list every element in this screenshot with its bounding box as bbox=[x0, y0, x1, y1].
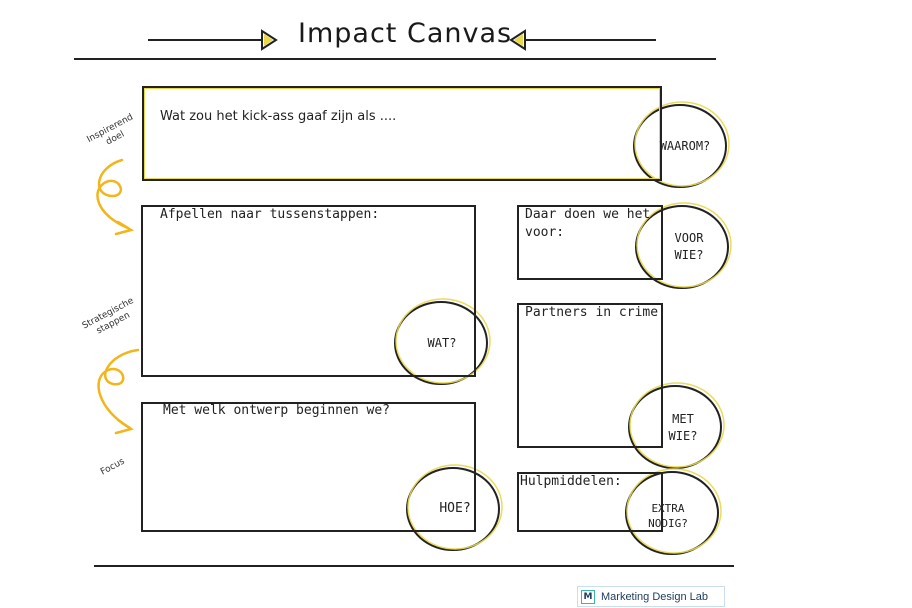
logo-icon: M bbox=[581, 589, 595, 604]
steps-prompt: Afpellen naar tussenstappen: bbox=[160, 207, 380, 222]
wat-label: WAT? bbox=[427, 336, 457, 350]
met-wie-label-line1: MET bbox=[672, 412, 694, 426]
extra-nodig-label: EXTRA NODIG? bbox=[623, 501, 713, 531]
extra-nodig-circle bbox=[625, 471, 719, 555]
partners-box bbox=[517, 303, 663, 448]
waarom-circle bbox=[633, 104, 727, 188]
tools-prompt: Hulpmiddelen: bbox=[520, 474, 622, 489]
title-arrow-right-icon bbox=[509, 29, 656, 51]
hoe-label: HOE? bbox=[439, 501, 471, 516]
waarom-label: WAAROM? bbox=[659, 139, 711, 153]
title-arrow-left-icon bbox=[148, 29, 278, 51]
logo-text: Marketing Design Lab bbox=[601, 590, 709, 603]
design-box bbox=[141, 402, 476, 532]
voor-wie-label-line1: VOOR bbox=[674, 231, 704, 245]
extra-nodig-label-line1: EXTRA bbox=[651, 502, 685, 515]
partners-prompt: Partners in crime: bbox=[525, 305, 666, 320]
for-whom-prompt-line1: Daar doen we het bbox=[525, 207, 651, 222]
for-whom-prompt: Daar doen we het voor: bbox=[525, 206, 650, 242]
why-prompt: Wat zou het kick-ass gaaf zijn als .... bbox=[160, 109, 397, 124]
why-box bbox=[142, 86, 662, 181]
steps-box bbox=[141, 205, 476, 377]
curly-arrow-icon bbox=[96, 158, 135, 236]
tools-box bbox=[517, 472, 663, 532]
met-wie-label: MET WIE? bbox=[638, 411, 728, 445]
wat-circle bbox=[394, 301, 488, 385]
for-whom-prompt-line2: voor: bbox=[525, 225, 565, 240]
curly-arrow-icon bbox=[97, 348, 140, 435]
voor-wie-circle bbox=[635, 205, 729, 289]
hoe-circle bbox=[406, 467, 500, 551]
met-wie-circle bbox=[628, 385, 722, 469]
page-title: Impact Canvas bbox=[298, 18, 513, 49]
voor-wie-label-line2: WIE? bbox=[674, 248, 704, 262]
extra-nodig-label-line2: NODIG? bbox=[648, 517, 688, 530]
voor-wie-label: VOOR WIE? bbox=[644, 230, 734, 264]
for-whom-box bbox=[517, 205, 663, 280]
design-prompt: Met welk ontwerp beginnen we? bbox=[163, 403, 390, 418]
met-wie-label-line2: WIE? bbox=[668, 429, 698, 443]
brand-logo: M Marketing Design Lab bbox=[577, 586, 725, 607]
